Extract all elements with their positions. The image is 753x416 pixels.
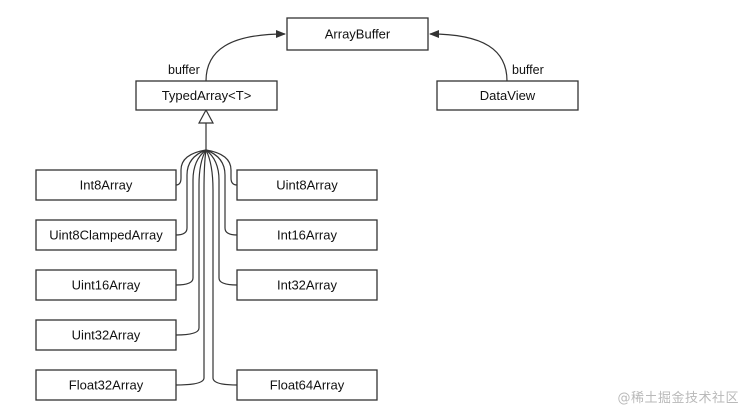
uint8array-box: Uint8Array [236,169,378,201]
inherit-line-uint16array [175,149,207,286]
inherit-line-float64array [205,149,238,386]
typedarray-box: TypedArray<T> [135,80,278,111]
uint16array-box: Uint16Array [35,269,177,301]
float32array-box: Float32Array [35,369,177,401]
int16array-label: Int16Array [277,228,337,243]
uint16array-label: Uint16Array [72,278,141,293]
int32array-box: Int32Array [236,269,378,301]
inherit-line-int8array [175,149,207,186]
inherit-line-float32array [175,149,207,386]
float64array-label: Float64Array [270,378,345,393]
typedarray-to-arraybuffer-arrow [205,30,286,82]
uint8clampedarray-box: Uint8ClampedArray [35,219,177,251]
int8array-box: Int8Array [35,169,177,201]
int16array-box: Int16Array [236,219,378,251]
inherit-line-int16array [205,149,238,236]
dataview-buffer-label: buffer [512,63,544,77]
int8array-label: Int8Array [80,178,133,193]
arraybuffer-box: ArrayBuffer [286,17,429,51]
arraybuffer-label: ArrayBuffer [325,27,391,42]
uint8clampedarray-label: Uint8ClampedArray [49,228,163,243]
inheritance-triangle [197,108,215,124]
float32array-label: Float32Array [69,378,144,393]
inherit-line-uint8clampedarray [175,149,207,236]
typedarray-buffer-label: buffer [168,63,200,77]
uint32array-label: Uint32Array [72,328,141,343]
inherit-line-uint8array [205,149,238,186]
inherit-line-uint32array [175,149,207,336]
typedarray-label: TypedArray<T> [162,88,252,103]
dataview-box: DataView [436,80,579,111]
uint32array-box: Uint32Array [35,319,177,351]
dataview-label: DataView [480,88,536,103]
watermark: @稀土掘金技术社区 [617,391,739,406]
dataview-to-arraybuffer-arrow [429,30,508,82]
inherit-line-int32array [205,149,238,286]
int32array-label: Int32Array [277,278,337,293]
uint8array-label: Uint8Array [276,178,338,193]
float64array-box: Float64Array [236,369,378,401]
